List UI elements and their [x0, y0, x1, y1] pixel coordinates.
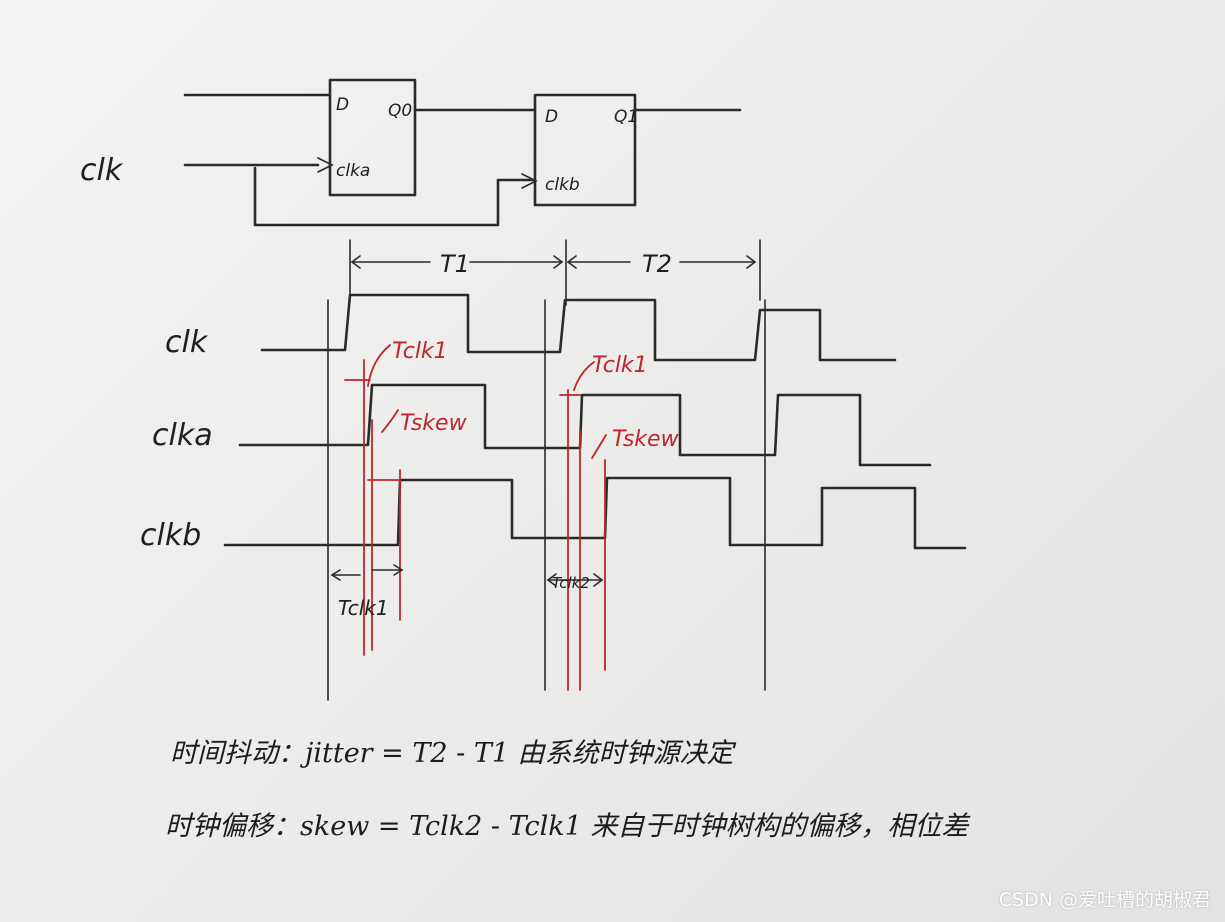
ff2-q-label: Q1	[614, 107, 638, 127]
red-tclk1-label-b: Tclk1	[592, 353, 648, 378]
t2-label: T2	[642, 250, 672, 278]
clkb-waveform	[223, 476, 967, 550]
t1-arrowheads	[350, 255, 564, 269]
skew-note: 时钟偏移：skew = Tclk2 - Tclk1 来自于时钟树构的偏移，相位差	[165, 811, 971, 842]
red-tskew-arrow-b	[591, 434, 607, 459]
jitter-note: 时间抖动：jitter = T2 - T1 由系统时钟源决定	[170, 738, 737, 769]
clk-waveform	[260, 293, 897, 362]
ff1-clk-label: clka	[336, 161, 370, 181]
clk-signal-label: clk	[165, 325, 209, 360]
clk-input-label: clk	[80, 153, 124, 188]
tclk1-span	[331, 569, 403, 576]
tclk2-bottom-label: Tclk2	[552, 574, 590, 592]
red-tclk1-arrow-b	[559, 361, 595, 396]
ff2-d-label: D	[545, 107, 558, 127]
ff1-clock-triangle	[317, 157, 334, 173]
tclk1-span-arrowheads	[330, 564, 404, 581]
ff1-q-label: Q0	[388, 101, 412, 121]
red-tclk1-arrow-a	[344, 344, 391, 387]
clkb-signal-label: clkb	[140, 518, 201, 553]
flip-flop-2	[533, 93, 637, 207]
tclk1-bottom-label: Tclk1	[338, 596, 389, 620]
ff2-clock-triangle	[521, 173, 538, 189]
ff2-clk-label: clkb	[545, 175, 580, 195]
tclk2-span-arrowheads	[546, 573, 604, 587]
red-tclk1-label-a: Tclk1	[392, 339, 448, 364]
flip-flop-1	[328, 78, 417, 197]
t2-arrowheads	[566, 255, 757, 269]
red-tskew-label-a: Tskew	[400, 411, 468, 436]
clka-signal-label: clka	[152, 418, 213, 453]
ff1-d-label: D	[336, 95, 349, 115]
clk-branch-wire	[253, 166, 537, 227]
csdn-watermark: CSDN @爱吐槽的胡椒君	[998, 889, 1211, 911]
red-tskew-label-b: Tskew	[612, 427, 680, 452]
t1-label: T1	[440, 250, 470, 278]
red-tskew-arrow-a	[381, 409, 399, 433]
clka-waveform	[238, 383, 932, 467]
